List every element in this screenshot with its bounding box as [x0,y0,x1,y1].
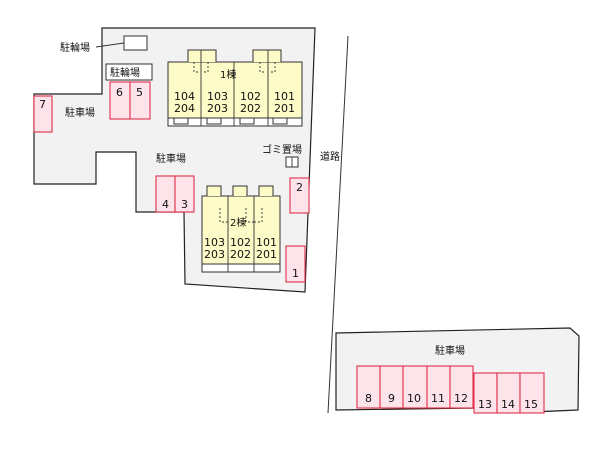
room-number: 203 [204,248,225,261]
parking-west-label: 駐車場 [65,106,95,119]
bicycle-parking-leader [95,42,125,48]
parking-number: 11 [431,392,445,405]
parking-number: 13 [478,398,492,411]
parking-center-label: 駐車場 [156,152,186,165]
parking-space [33,95,53,133]
parking-space [285,245,306,283]
road-label: 道路 [320,150,340,163]
parking-number: 2 [296,181,303,194]
parking-number: 14 [501,398,515,411]
room-number: 101 [274,90,295,103]
parking-number: 6 [116,86,123,99]
parking-space [289,177,310,214]
building-2-name: 2棟 [230,216,246,229]
building-2 [201,185,281,273]
parking-number: 9 [388,392,395,405]
parking-number: 3 [181,198,188,211]
room-number: 103 [204,236,225,249]
room-number: 101 [256,236,277,249]
room-number: 202 [240,102,261,115]
bicycle-parking-small [123,35,148,51]
parking-lower-lot-label: 駐車場 [435,344,465,357]
parking-number: 8 [365,392,372,405]
building-1 [167,49,303,127]
parking-space [402,365,428,409]
parking-number: 15 [524,398,538,411]
parking-number: 1 [292,267,299,280]
room-number: 201 [256,248,277,261]
room-number: 104 [174,90,195,103]
bicycle-parking-box [105,63,153,81]
parking-number: 4 [162,198,169,211]
room-number: 201 [274,102,295,115]
road-line [327,35,349,414]
room-number: 102 [240,90,261,103]
room-number: 204 [174,102,195,115]
bicycle-parking-top-label: 駐輪場 [60,41,90,54]
parking-number: 12 [454,392,468,405]
parking-space [174,175,195,213]
garbage-label: ゴミ置場 [262,143,302,156]
parking-number: 10 [407,392,421,405]
building-1-name: 1棟 [220,68,236,81]
parking-number: 7 [39,98,46,111]
parking-space [519,372,545,414]
room-number: 203 [207,102,228,115]
parking-space [129,81,151,120]
parking-number: 5 [136,86,143,99]
parking-space [449,365,474,409]
bicycle-parking-box-label: 駐輪場 [110,66,140,79]
room-number: 202 [230,248,251,261]
room-number: 103 [207,90,228,103]
room-number: 102 [230,236,251,249]
